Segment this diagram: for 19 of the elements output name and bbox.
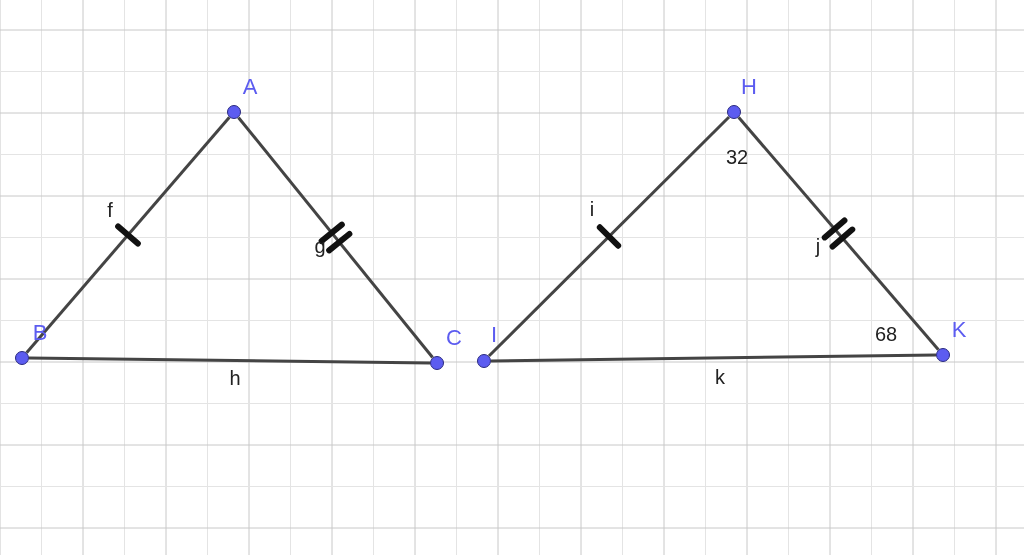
point-label: C — [446, 327, 462, 349]
angle-value: 68 — [874, 324, 898, 344]
edge-label: g — [314, 236, 326, 256]
edge-label: k — [715, 367, 725, 387]
line-segment — [491, 353, 936, 363]
line-segment — [737, 116, 940, 351]
point-label: I — [490, 324, 498, 346]
edge-label: f — [107, 200, 113, 220]
edge-label: h — [229, 368, 241, 388]
point-label: H — [741, 76, 757, 98]
line-segment — [28, 356, 431, 365]
angle-value: 32 — [725, 147, 749, 167]
point-label: A — [242, 76, 258, 98]
edge-label: i — [589, 199, 595, 219]
edge-label: j — [815, 236, 821, 256]
point-label: K — [951, 319, 967, 341]
line-segment — [487, 115, 731, 358]
line-segment — [237, 116, 434, 359]
line-segment — [25, 116, 231, 354]
